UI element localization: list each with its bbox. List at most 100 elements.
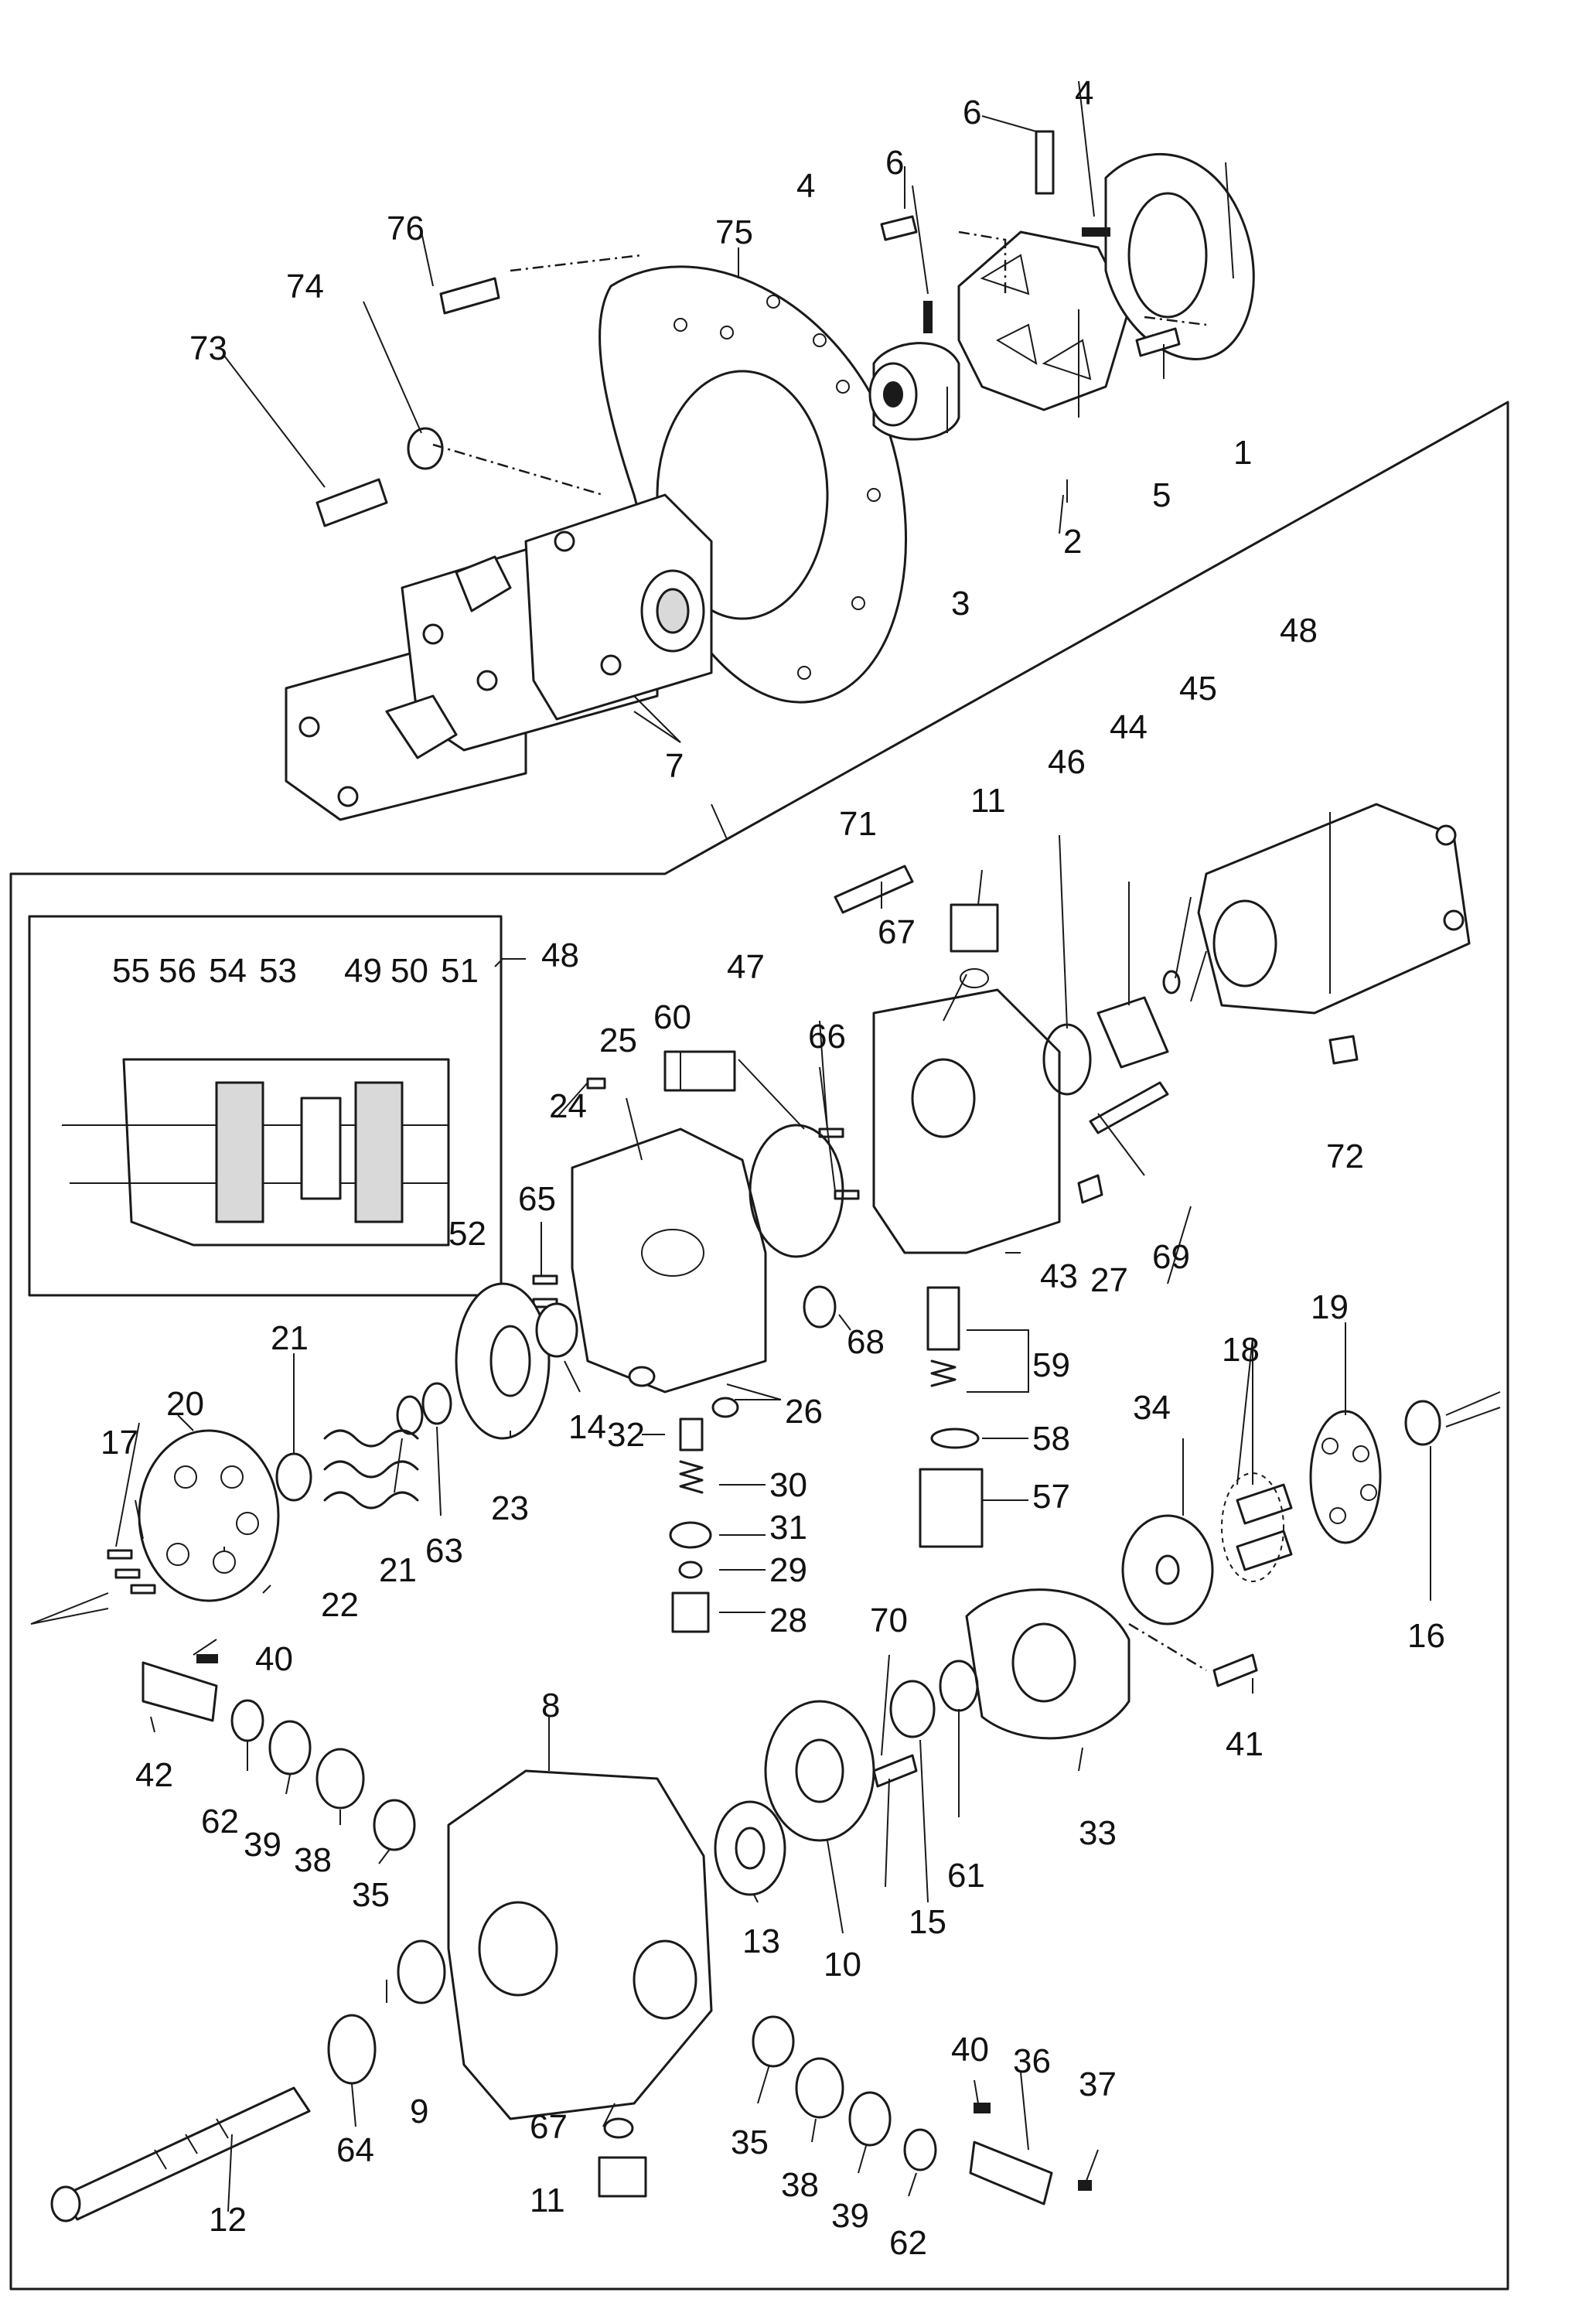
pump-housing-8 (447, 1769, 713, 2120)
callout-58: 58 (1032, 1420, 1070, 1458)
bolt-6b (1035, 130, 1055, 195)
callout-6b: 6 (963, 94, 981, 131)
snap-ring-64 (327, 2014, 377, 2085)
pistons-18 (1221, 1472, 1293, 1582)
callout-70: 70 (870, 1602, 908, 1639)
callout-72: 72 (1326, 1138, 1364, 1175)
washer-21b (396, 1395, 424, 1435)
callout-46: 46 (1048, 743, 1086, 781)
plug-11b (598, 2156, 647, 2198)
callout-63: 63 (425, 1532, 463, 1570)
callout-4b: 4 (1075, 74, 1093, 112)
callout-33: 33 (1079, 1814, 1117, 1852)
callout-2: 2 (1063, 523, 1082, 561)
callout-26: 26 (785, 1393, 823, 1431)
callout-51: 51 (441, 952, 479, 990)
sleeve-44 (1096, 996, 1169, 1069)
needle-bearing-35a (373, 1799, 416, 1851)
bolt-41 (1212, 1653, 1258, 1687)
pump-assembly-7 (285, 493, 713, 821)
cylinder-block-20 (138, 1429, 280, 1602)
washer-21a (275, 1452, 312, 1502)
bearing-38b (795, 2057, 844, 2119)
callout-23: 23 (491, 1489, 529, 1527)
callout-14: 14 (568, 1408, 606, 1446)
callout-50: 50 (390, 952, 428, 990)
callout-10: 10 (824, 1946, 861, 1984)
callout-68: 68 (847, 1323, 885, 1361)
callout-32: 32 (607, 1416, 645, 1454)
drive-shaft-12 (60, 2086, 311, 2221)
callout-60: 60 (653, 998, 691, 1036)
callout-5: 5 (1152, 476, 1171, 514)
callout-75: 75 (715, 213, 753, 251)
leader-lines (115, 80, 1431, 2212)
callout-39b: 39 (831, 2197, 869, 2235)
callout-35a: 35 (352, 1876, 390, 1914)
callout-18: 18 (1222, 1331, 1260, 1369)
callout-11b: 11 (530, 2181, 565, 2219)
lower-exploded-parts (30, 803, 1501, 2222)
callout-43: 43 (1040, 1257, 1078, 1295)
poppet-32 (679, 1417, 704, 1451)
bolt-71 (834, 865, 914, 914)
pin-45 (1162, 970, 1181, 994)
bearing-38a (315, 1748, 365, 1810)
callout-41: 41 (1226, 1725, 1264, 1763)
callout-35b: 35 (731, 2123, 769, 2161)
callout-66: 66 (808, 1018, 846, 1056)
callout-64: 64 (336, 2131, 374, 2169)
flange-bore (656, 370, 829, 620)
spring-59 (930, 1359, 957, 1387)
seal-plate-10 (764, 1700, 875, 1842)
snap-ring-63 (421, 1382, 452, 1425)
o-ring-68 (803, 1285, 837, 1329)
callout-59: 59 (1032, 1346, 1070, 1384)
plug-11a (950, 903, 999, 953)
callout-15: 15 (909, 1903, 946, 1941)
plug-27 (1077, 1174, 1103, 1204)
callout-67a: 67 (878, 913, 916, 951)
callout-1: 1 (1233, 434, 1252, 472)
o-ring-29 (678, 1561, 703, 1579)
callout-38b: 38 (781, 2166, 819, 2204)
callout-53: 53 (259, 952, 297, 990)
pins-17 (107, 1549, 156, 1595)
end-cover-43 (872, 988, 1061, 1254)
callout-34: 34 (1133, 1389, 1171, 1427)
pins-65a (532, 1274, 558, 1285)
callout-48b: 48 (541, 936, 579, 974)
coupling-element-2 (957, 230, 1130, 411)
o-ring-67a (960, 968, 989, 988)
pins-66a (818, 1127, 844, 1138)
callout-49: 49 (344, 952, 382, 990)
washer-39a (268, 1720, 312, 1776)
bolt-70 (872, 1754, 918, 1788)
callout-4a: 4 (796, 167, 815, 205)
callout-74: 74 (286, 268, 324, 305)
callout-44: 44 (1110, 708, 1148, 746)
callout-65: 65 (518, 1180, 556, 1218)
plugs-26 (628, 1366, 739, 1418)
callout-25: 25 (599, 1022, 637, 1059)
callout-47: 47 (727, 948, 765, 986)
callout-67b: 67 (530, 2108, 568, 2146)
bolt-6a (880, 215, 918, 241)
callout-42: 42 (135, 1756, 173, 1794)
callout-56: 56 (159, 952, 196, 990)
bearing-14 (535, 1302, 578, 1358)
callout-45: 45 (1179, 670, 1217, 708)
callout-24: 24 (549, 1087, 587, 1125)
callout-3: 3 (951, 585, 970, 623)
snap-ring-62b (903, 2128, 937, 2171)
callout-31: 31 (769, 1509, 807, 1547)
callout-55: 55 (112, 952, 150, 990)
top-assembly (285, 130, 1255, 821)
key-40b (974, 2103, 991, 2113)
leader-7a (633, 695, 681, 743)
callout-16: 16 (1407, 1617, 1445, 1655)
callout-69: 69 (1152, 1238, 1190, 1276)
callout-28: 28 (769, 1602, 807, 1639)
label-plate-60 (663, 1050, 736, 1092)
frame-pointer (711, 803, 728, 840)
